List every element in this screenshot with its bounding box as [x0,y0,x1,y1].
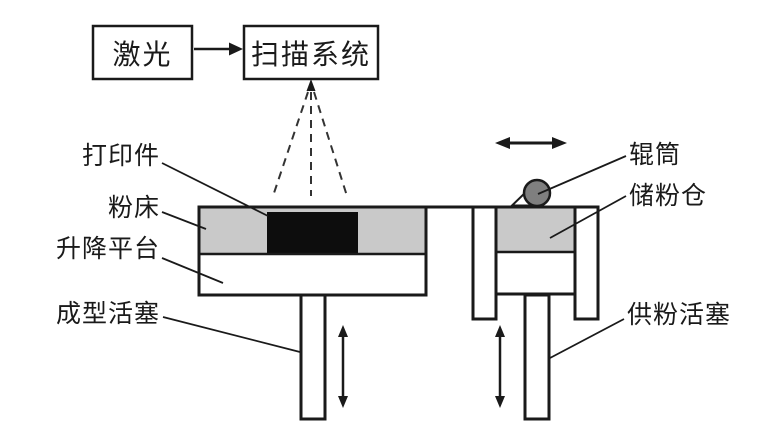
leader-powder-reservoir [549,195,627,239]
supply-piston-arrowhead-up-icon [495,325,505,337]
label-powder-reservoir: 储粉仓 [629,183,708,210]
roller-circle [522,178,552,208]
laser-to-scanner-arrow [194,42,243,56]
leader-lift-platform [161,257,224,284]
beam-left-dashed-line [272,91,309,197]
laser-to-scanner-arrowhead-icon [229,42,243,56]
label-lift-platform: 升降平台 [55,236,160,263]
label-powder-bed: 粉床 [107,195,160,222]
forming-piston-rect [299,293,327,421]
beam-right-dashed-line [313,91,348,197]
supply-piston-motion-arrow [495,325,505,408]
printed-part-rect [267,212,358,254]
supply-piston-arrowhead-down-icon [495,396,505,408]
label-supply-piston: 供粉活塞 [627,302,732,329]
forming-piston-motion-arrow [338,325,348,408]
beam-up-arrowhead-icon [306,79,316,91]
leader-forming-piston [162,316,301,353]
roller-motion-arrow [495,137,567,149]
forming-piston-arrowhead-down-icon [338,396,348,408]
roller-motion-arrowhead-left-icon [495,137,510,149]
roller-motion-arrowhead-right-icon [552,137,567,149]
powder-reservoir-fill [496,207,575,252]
laser-box-rect [91,24,194,81]
scanner-box-label: 扫描系统 [250,39,371,71]
laser-beam-dashed-cone [272,91,348,197]
leader-roller [537,155,627,195]
forming-piston-arrowhead-up-icon [338,325,348,337]
supply-bin-right-wall [573,205,600,321]
supply-piston-rect [523,293,551,421]
label-printed-part: 打印件 [81,143,160,170]
supply-bin-left-wall [471,205,498,321]
label-forming-piston: 成型活塞 [55,301,160,328]
leader-printed-part [161,162,269,217]
laser-box-label: 激光 [112,39,173,71]
label-roller: 辊筒 [629,142,682,169]
leader-powder-bed [161,211,207,230]
leader-supply-piston [549,318,625,359]
